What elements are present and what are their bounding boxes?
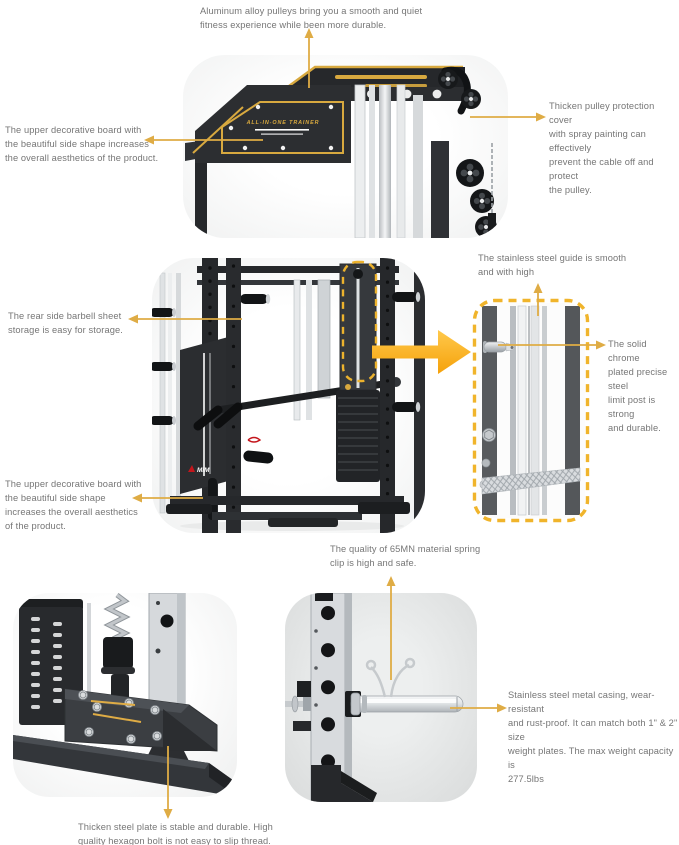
annotation-limit-post: The solid chrome plated precise steel li…	[608, 339, 668, 433]
annotation-steel-plate: Thicken steel plate is stable and durabl…	[78, 822, 273, 845]
right-frame-bar	[565, 306, 580, 515]
board-gold-outline	[221, 101, 344, 154]
annotation-upper-board-mid: The upper decorative board with the beau…	[5, 479, 142, 531]
base-plate-image-card	[13, 593, 237, 797]
braided-cable	[481, 467, 581, 495]
pulley-icons	[438, 69, 497, 238]
barbell-storage-pegs	[152, 308, 176, 425]
annotation-rear-storage: The rear side barbell sheet storage is e…	[8, 311, 123, 335]
decorative-board	[195, 85, 351, 163]
annotation-spring-clip: The quality of 65MN material spring clip…	[330, 544, 481, 568]
barbell-sleeve-illustration	[285, 593, 464, 802]
barbell-sleeve-image-card	[285, 593, 477, 802]
top-machine-image-card: ALL-IN-ONE TRAINER	[183, 55, 508, 238]
zoom-callout-box	[472, 298, 590, 523]
spring	[103, 593, 131, 642]
annotation-pulley-cover: Thicken pulley protection cover with spr…	[549, 101, 655, 195]
main-machine-image-card: MiM	[152, 258, 425, 533]
annotation-metal-casing: Stainless steel metal casing, wear-resis…	[508, 690, 678, 784]
annotation-pulleys-top: Aluminum alloy pulleys bring you a smoot…	[200, 6, 423, 30]
red-decal	[247, 436, 262, 443]
brand-logo: MiM	[188, 465, 210, 474]
annotation-upper-board-top: The upper decorative board with the beau…	[5, 125, 159, 163]
spring-clip	[365, 657, 416, 698]
weight-stack	[336, 390, 380, 482]
annotation-steel-guide: The stainless steel guide is smooth and …	[478, 253, 627, 277]
dashed-callout-border	[472, 298, 590, 523]
guide-rails	[354, 84, 423, 238]
machine-full-illustration: MiM	[152, 258, 425, 533]
base-plate-illustration	[13, 593, 237, 797]
barbell-sleeve	[285, 691, 464, 717]
stainless-guide-rails	[510, 305, 547, 516]
steel-plate	[64, 688, 218, 752]
board-label: ALL-IN-ONE TRAINER	[246, 120, 320, 126]
base-foot	[311, 765, 377, 802]
left-guide-rails	[159, 272, 181, 514]
brand-text: MiM	[197, 467, 210, 474]
machine-top-illustration: ALL-IN-ONE TRAINER	[185, 65, 497, 238]
guide-closeup-illustration	[472, 298, 590, 523]
